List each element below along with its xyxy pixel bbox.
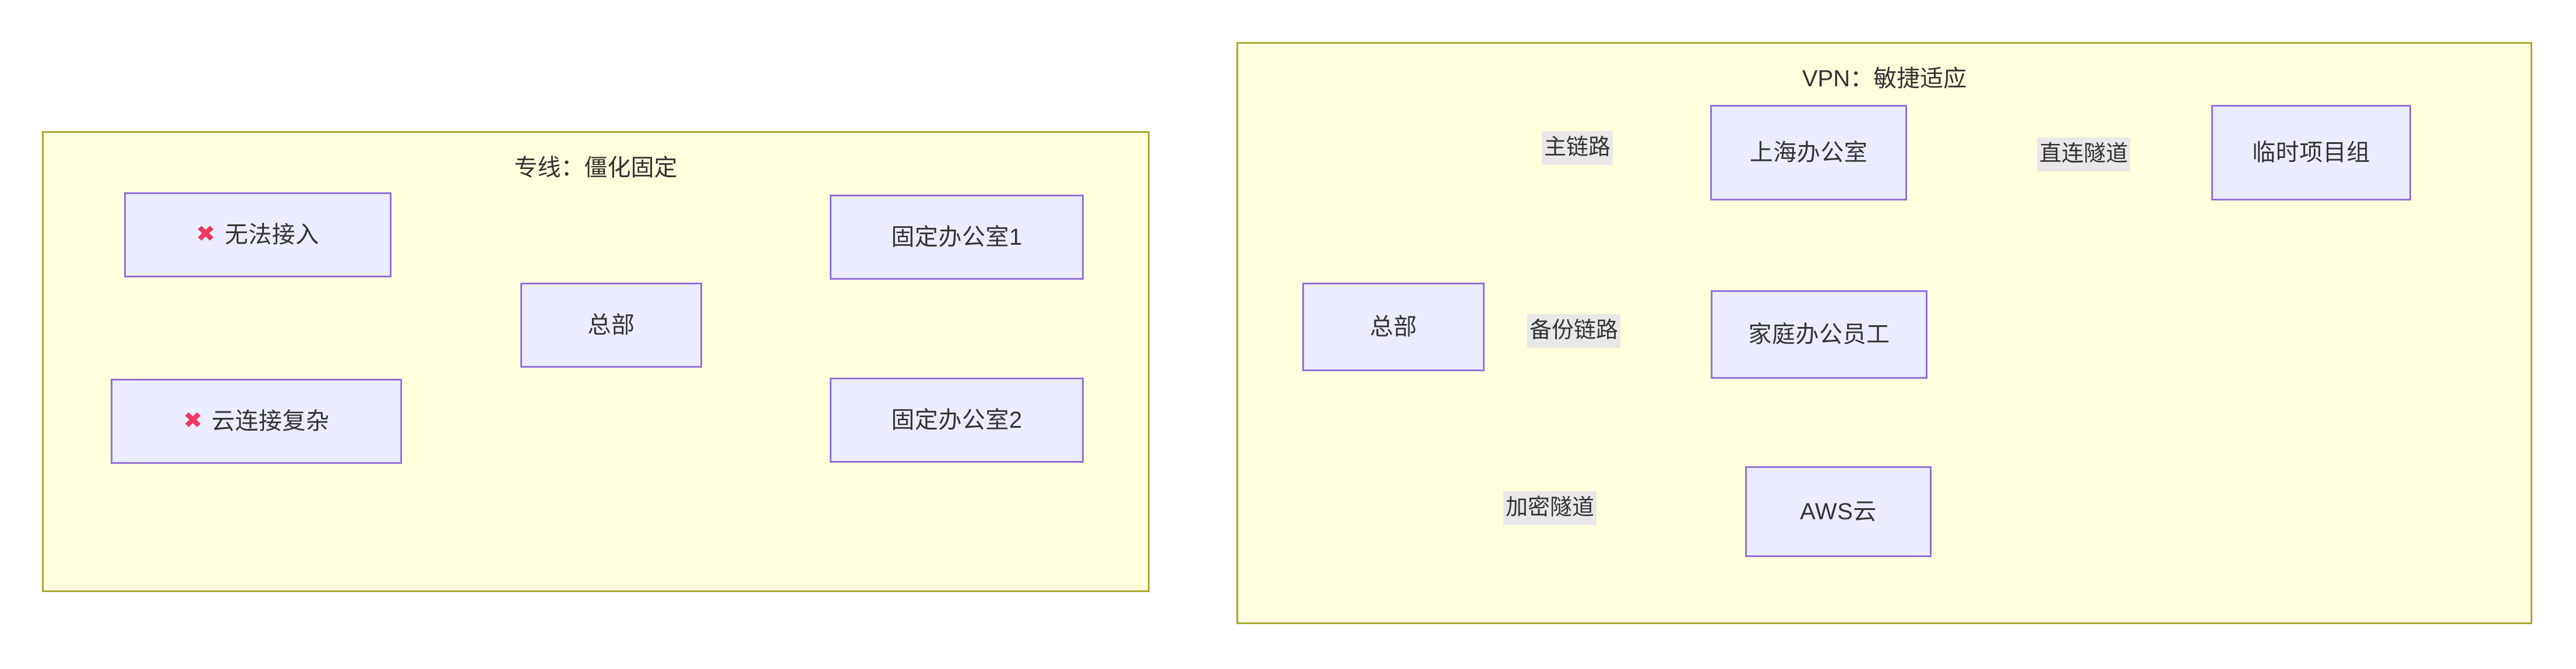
node-cloud-complex[interactable]: ✖ 云连接复杂 xyxy=(111,379,402,464)
node-temp-project[interactable]: 临时项目组 xyxy=(2211,105,2411,200)
node-label-home-worker: 家庭办公员工 xyxy=(1748,322,1890,347)
cluster-title-dedicated-line: 专线：僵化固定 xyxy=(514,155,678,181)
node-fixed-office-2[interactable]: 固定办公室2 xyxy=(830,378,1084,463)
node-shanghai-office[interactable]: 上海办公室 xyxy=(1710,105,1907,200)
node-label-aws-cloud: AWS云 xyxy=(1800,499,1877,524)
node-hq-left[interactable]: 总部 xyxy=(520,283,702,368)
node-label-fixed-office-1: 固定办公室1 xyxy=(891,224,1023,250)
edge-label-primary-link: 主链路 xyxy=(1542,131,1613,165)
node-label-shanghai-office: 上海办公室 xyxy=(1749,140,1868,166)
edge-label-encrypted-tunnel: 加密隧道 xyxy=(1503,491,1597,525)
error-x-icon: ✖ xyxy=(196,222,216,247)
node-label-temp-project: 临时项目组 xyxy=(2252,140,2370,166)
cluster-title-vpn: VPN：敏捷适应 xyxy=(1802,66,1967,91)
node-no-access[interactable]: ✖ 无法接入 xyxy=(124,192,392,277)
node-label-hq-right: 总部 xyxy=(1370,314,1417,340)
node-label-hq-left: 总部 xyxy=(587,312,635,338)
node-label-fixed-office-2: 固定办公室2 xyxy=(891,407,1023,433)
edge-label-direct-tunnel: 直连隧道 xyxy=(2037,138,2131,171)
node-fixed-office-1[interactable]: 固定办公室1 xyxy=(830,195,1084,280)
edge-label-backup-link: 备份链路 xyxy=(1527,314,1621,348)
node-hq-right[interactable]: 总部 xyxy=(1302,283,1485,371)
node-aws-cloud[interactable]: AWS云 xyxy=(1745,466,1932,557)
node-home-worker[interactable]: 家庭办公员工 xyxy=(1711,290,1927,379)
error-x-icon: ✖ xyxy=(182,409,203,434)
node-label-cloud-complex: 云连接复杂 xyxy=(211,409,330,434)
node-label-no-access: 无法接入 xyxy=(224,222,319,248)
